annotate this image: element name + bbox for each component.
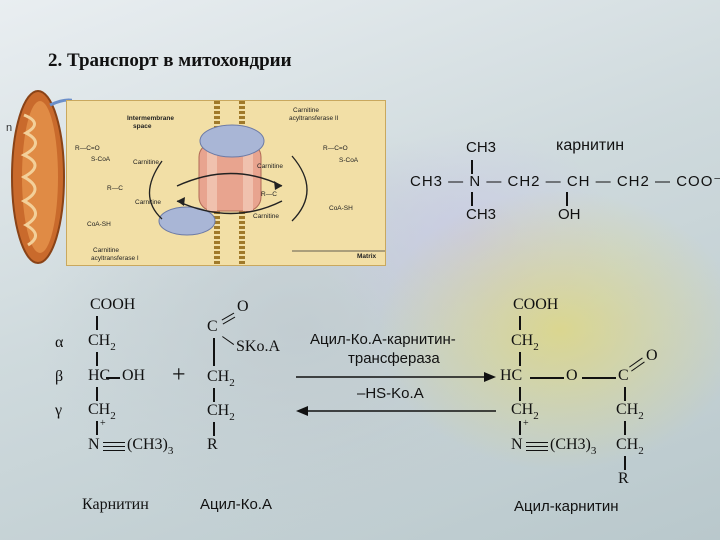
bond (96, 387, 98, 401)
label-acyl-carnitine-right: R—C (261, 191, 277, 198)
slide-title: 2. Транспорт в митохондрии (48, 50, 292, 71)
acylcarn-ch2-4: CH2 (616, 436, 644, 457)
formula-ch3-top: CH3 (466, 139, 497, 156)
acylcoa-skoa: SKo.A (236, 338, 281, 355)
carnitine-ch2-gamma: CH2 (88, 401, 116, 422)
bond (96, 316, 98, 330)
bond (624, 456, 626, 470)
reverse-arrow (296, 406, 496, 416)
label-intermembrane: Intermembrane (127, 115, 174, 122)
bond (106, 377, 120, 379)
bond (526, 450, 548, 452)
plus-charge: + (100, 418, 106, 429)
label-s-coa-left: S-CoA (91, 156, 111, 163)
bond (103, 446, 125, 448)
bond (526, 446, 548, 448)
carnitine-heading: карнитин (556, 137, 625, 154)
carnitine-hc: HC (88, 367, 111, 384)
acylcoa-c: C (207, 318, 218, 335)
label-carnitine-3: Carnitine (135, 199, 162, 206)
bond (96, 352, 98, 366)
label-r-c-o-right: R—C=O (323, 145, 348, 152)
formula-ch3-bottom: CH3 (466, 206, 497, 223)
bond (519, 387, 521, 401)
carnitine-n: N (88, 436, 100, 453)
bond (519, 352, 521, 366)
bond (519, 316, 521, 330)
bond (103, 450, 125, 452)
label-coa-sh-left: CoA-SH (87, 221, 111, 228)
bond (213, 422, 215, 436)
mitochondrion-illustration (11, 90, 72, 264)
carnitine-oh: OH (122, 367, 146, 384)
label-r-c-o-left: R—C=O (75, 145, 100, 152)
acylcarn-ch2-1: CH2 (511, 332, 539, 353)
acylcoa-caption: Ацил-Ко.А (200, 496, 272, 513)
enzyme-line-1: Ацил-Ко.А-карнитин- (310, 331, 456, 348)
label-carnitine-2: Carnitine (257, 163, 284, 170)
label-space: space (133, 123, 152, 130)
forward-arrow (296, 372, 496, 382)
label-coa-sh-right: CoA-SH (329, 205, 353, 212)
label-cat1-line1: Carnitine (93, 247, 120, 254)
acylcoa-o: O (237, 298, 249, 315)
bond (519, 421, 521, 435)
bond (471, 192, 473, 206)
label-s-coa-right: S-CoA (339, 157, 359, 164)
acylcarn-cooh: COOH (513, 296, 559, 313)
acylcoa-ch2-2: CH2 (207, 402, 235, 423)
byproduct: –HS-Ko.A (357, 385, 424, 402)
carnitine-caption: Карнитин (82, 496, 149, 513)
label-acyl-carnitine-left: R—C (107, 185, 123, 192)
bond (582, 377, 616, 379)
bond (103, 442, 125, 444)
acylcarn-hc: HC (500, 367, 523, 384)
label-carnitine-1: Carnitine (133, 159, 160, 166)
carnitine-shuttle-diagram: Intermembrane space Carnitine acyltransf… (66, 100, 386, 266)
acylcarn-o-carbonyl: O (646, 347, 658, 364)
formula-main-chain: CH3 — N — CH2 — CH — CH2 — COO⁻ (410, 173, 720, 190)
mito-marker: n (6, 122, 13, 134)
label-cat1-line2: acyltransferase I (91, 255, 139, 262)
acylcarn-ch2-2: CH2 (511, 401, 539, 422)
bond (213, 338, 215, 366)
bond (566, 192, 568, 206)
acylcarn-plus-charge: + (523, 418, 529, 429)
acylcarn-n: N (511, 436, 523, 453)
acylcarn-r: R (618, 470, 629, 487)
bond (624, 421, 626, 435)
carnitine-cooh: COOH (90, 296, 136, 313)
formula-oh: OH (558, 206, 581, 223)
acylcarn-ch2-3: CH2 (616, 401, 644, 422)
acylcoa-r: R (207, 436, 218, 453)
acylcarn-o-ester: O (566, 367, 578, 384)
carnitine-ch3-3: (CH3)3 (127, 436, 174, 457)
enzyme-line-2: трансфераза (348, 350, 440, 367)
acylcarn-c: C (618, 367, 629, 384)
alpha-label: α (55, 334, 64, 351)
acylcarnitine-caption: Ацил-карнитин (514, 498, 619, 515)
membrane-drawing (149, 101, 385, 265)
bond (530, 377, 564, 379)
label-cat2-line1: Carnitine (293, 107, 320, 114)
label-cat2-line2: acyltransferase II (289, 115, 339, 122)
gamma-label: γ (55, 402, 63, 419)
bond (213, 388, 215, 402)
label-matrix: Matrix (357, 253, 377, 260)
acylcarn-ch3-3: (CH3)3 (550, 436, 597, 457)
carnitine-ch2-alpha: CH2 (88, 332, 116, 353)
bond (471, 160, 473, 174)
beta-label: β (55, 368, 64, 385)
bond (96, 421, 98, 435)
bond (526, 442, 548, 444)
acylcoa-ch2-1: CH2 (207, 368, 235, 389)
bond (624, 387, 626, 401)
label-carnitine-4: Carnitine (253, 213, 280, 220)
plus-sign: + (172, 362, 186, 388)
